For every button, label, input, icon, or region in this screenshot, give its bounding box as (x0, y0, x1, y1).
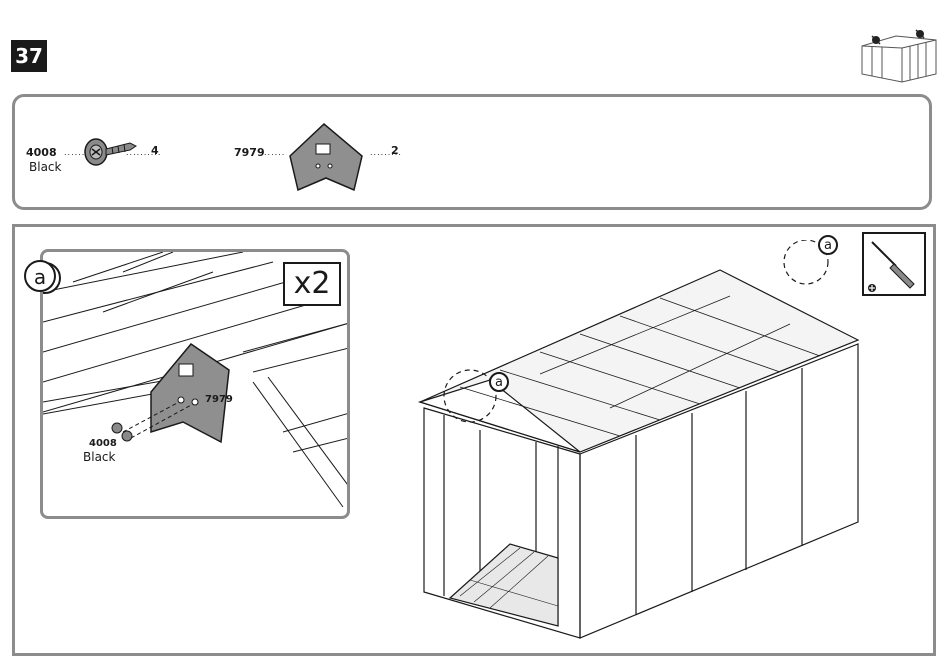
callout-letter: a (489, 372, 509, 392)
part-color: Black (29, 160, 61, 174)
part-number: 4008 (26, 146, 57, 159)
screw-part-label: 4008 (89, 438, 117, 449)
callout-letter: a (818, 235, 838, 255)
part-quantity: 2 (391, 144, 399, 157)
tool-box (862, 232, 926, 296)
part-number: 7979 (234, 146, 265, 159)
part-label: 7979 (205, 394, 233, 405)
leader-dots: ...... (264, 148, 285, 157)
screw-color-label: Black (83, 450, 115, 464)
gable-cap-icon (286, 120, 366, 198)
detail-callout-letter: a (24, 260, 56, 292)
multiplier-label: x2 (283, 262, 341, 306)
detail-inset: a x2 7979 4008 Black (40, 249, 350, 519)
screwdriver-icon (864, 234, 924, 294)
shed-thumbnail-icon (856, 24, 940, 84)
shed-drawing (410, 240, 870, 640)
part-quantity: 4 (151, 144, 159, 157)
step-number: 37 (11, 40, 47, 72)
